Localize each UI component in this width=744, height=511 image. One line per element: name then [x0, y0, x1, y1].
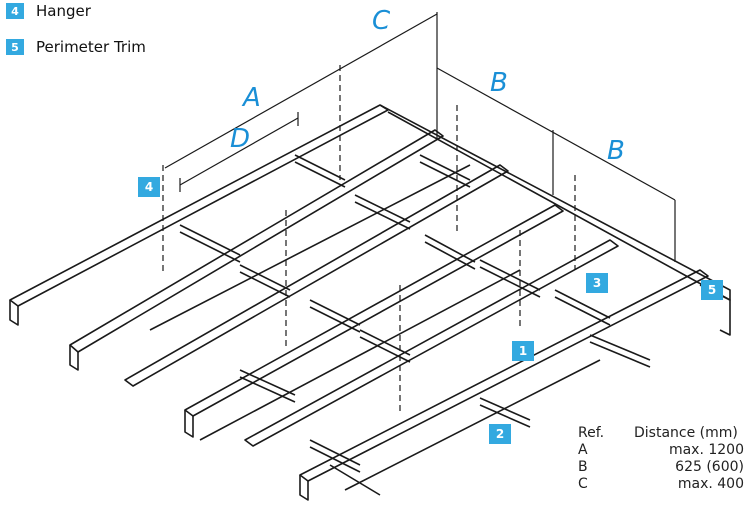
- main-runners: [69, 129, 709, 501]
- dimension-label-c: C: [372, 6, 391, 36]
- row-value: max. 1200: [668, 442, 744, 458]
- row-ref: A: [578, 442, 588, 458]
- legend-label: Hanger: [36, 2, 91, 20]
- dimension-label-a: A: [243, 83, 261, 113]
- legend-item-perimeter-trim: 5 Perimeter Trim: [6, 38, 146, 56]
- row-ref: B: [578, 459, 588, 475]
- table-row: B 625 (600): [578, 459, 744, 476]
- legend-label: Perimeter Trim: [36, 38, 146, 56]
- row-value: 625 (600): [675, 459, 744, 475]
- table-row: A max. 1200: [578, 442, 744, 459]
- dimension-label-d: D: [230, 124, 251, 154]
- dimension-label-b-1: B: [490, 68, 508, 98]
- table-header: Ref. Distance (mm): [578, 425, 744, 442]
- cross-tees: [179, 154, 651, 496]
- distance-table: Ref. Distance (mm) A max. 1200 B 625 (60…: [578, 425, 744, 493]
- hangers: [162, 65, 576, 415]
- component-tag-2: 2: [489, 424, 511, 444]
- header-distance: Distance (mm): [634, 425, 738, 441]
- legend-item-hanger: 4 Hanger: [6, 2, 91, 20]
- component-tag-5: 5: [701, 280, 723, 300]
- component-tag-1: 1: [512, 341, 534, 361]
- legend-badge: 5: [6, 39, 24, 55]
- table-row: C max. 400: [578, 476, 744, 493]
- dimension-lines: [164, 12, 676, 262]
- header-ref: Ref.: [578, 425, 605, 441]
- row-ref: C: [578, 476, 588, 492]
- component-tag-4: 4: [138, 177, 160, 197]
- legend-badge: 4: [6, 3, 24, 19]
- dimension-label-b-2: B: [607, 136, 625, 166]
- row-value: max. 400: [677, 476, 744, 492]
- component-tag-3: 3: [586, 273, 608, 293]
